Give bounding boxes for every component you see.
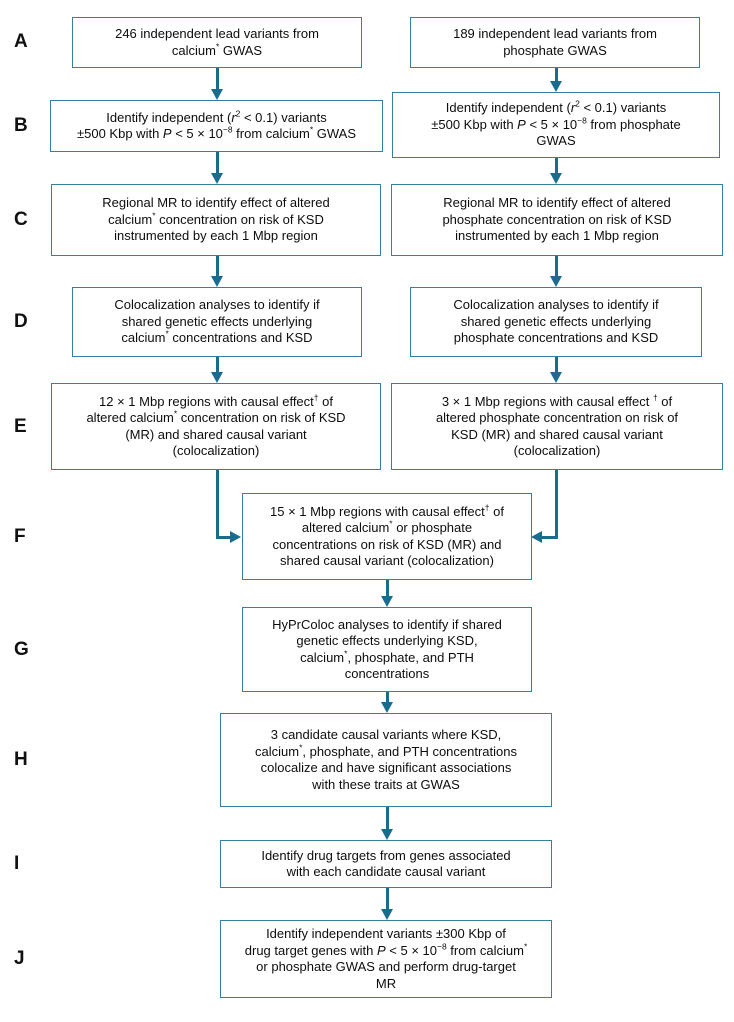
arrow-b-to-c-left-head-icon: [211, 173, 223, 184]
box-c-calcium-regional-mr: Regional MR to identify effect of altere…: [51, 184, 381, 256]
box-f-combined-causal-regions: 15 × 1 Mbp regions with causal effect† o…: [242, 493, 532, 580]
arrow-d-to-e-right: [554, 357, 558, 373]
arrow-i-to-j-head-icon: [381, 909, 393, 920]
arrow-d-to-e-left: [215, 357, 219, 373]
arrow-g-to-h: [385, 692, 389, 703]
box-j-drug-target-mr-text: Identify independent variants ±300 Kbp o…: [244, 926, 528, 991]
arrow-a-to-b-left: [215, 68, 219, 90]
box-b-phosphate-independent-variants: Identify independent (r2 < 0.1) variants…: [392, 92, 720, 158]
arrow-b-to-c-left: [215, 152, 219, 174]
row-label-a: A: [14, 31, 29, 52]
arrow-f-to-g-head-icon: [381, 596, 393, 607]
row-label-b: B: [14, 115, 29, 136]
row-label-e: E: [14, 416, 28, 437]
arrow-c-to-d-right-head-icon: [550, 276, 562, 287]
arrow-e-right-to-f-vertical: [554, 470, 558, 539]
arrow-h-to-i: [385, 807, 389, 830]
arrow-d-to-e-right-head-icon: [550, 372, 562, 383]
arrow-e-left-to-f-vertical: [215, 470, 219, 539]
box-e-calcium-causal-regions: 12 × 1 Mbp regions with causal effect† o…: [51, 383, 381, 470]
arrow-c-to-d-right: [554, 256, 558, 277]
box-f-combined-causal-regions-text: 15 × 1 Mbp regions with causal effect† o…: [270, 502, 504, 568]
box-e-phosphate-causal-regions-text: 3 × 1 Mbp regions with causal effect † o…: [435, 392, 679, 458]
arrow-g-to-h-head-icon: [381, 702, 393, 713]
arrow-e-left-to-f-horizontal: [215, 535, 232, 539]
arrow-a-to-b-left-head-icon: [211, 89, 223, 100]
row-label-c: C: [14, 209, 29, 230]
box-c-calcium-regional-mr-text: Regional MR to identify effect of altere…: [102, 195, 330, 244]
box-c-phosphate-regional-mr-text: Regional MR to identify effect of altere…: [442, 195, 672, 244]
arrow-d-to-e-left-head-icon: [211, 372, 223, 383]
row-label-d: D: [14, 311, 29, 332]
box-b-calcium-independent-variants: Identify independent (r2 < 0.1) variants…: [50, 100, 383, 152]
arrow-e-right-to-f-horizontal: [542, 535, 558, 539]
arrow-a-to-b-right-head-icon: [550, 81, 562, 92]
box-c-phosphate-regional-mr: Regional MR to identify effect of altere…: [391, 184, 723, 256]
box-i-identify-drug-targets: Identify drug targets from genes associa…: [220, 840, 552, 888]
row-label-j: J: [14, 948, 26, 969]
box-i-identify-drug-targets-text: Identify drug targets from genes associa…: [261, 847, 511, 880]
box-j-drug-target-mr: Identify independent variants ±300 Kbp o…: [220, 920, 552, 998]
box-b-calcium-independent-variants-text: Identify independent (r2 < 0.1) variants…: [77, 108, 356, 141]
row-label-g: G: [14, 639, 30, 660]
box-h-candidate-causal-variants: 3 candidate causal variants where KSD,ca…: [220, 713, 552, 807]
box-g-hyprcoloc-analyses-text: HyPrColoc analyses to identify if shared…: [272, 616, 502, 682]
arrow-i-to-j: [385, 888, 389, 910]
row-label-h: H: [14, 749, 29, 770]
box-e-calcium-causal-regions-text: 12 × 1 Mbp regions with causal effect† o…: [86, 392, 346, 458]
box-g-hyprcoloc-analyses: HyPrColoc analyses to identify if shared…: [242, 607, 532, 692]
arrow-c-to-d-left: [215, 256, 219, 277]
arrow-e-right-to-f-head-icon: [531, 531, 542, 543]
arrow-h-to-i-head-icon: [381, 829, 393, 840]
row-label-f: F: [14, 526, 27, 547]
arrow-c-to-d-left-head-icon: [211, 276, 223, 287]
row-label-i: I: [14, 853, 20, 874]
box-h-candidate-causal-variants-text: 3 candidate causal variants where KSD,ca…: [254, 727, 517, 792]
box-b-phosphate-independent-variants-text: Identify independent (r2 < 0.1) variants…: [431, 98, 681, 149]
box-e-phosphate-causal-regions: 3 × 1 Mbp regions with causal effect † o…: [391, 383, 723, 470]
arrow-b-to-c-right-head-icon: [550, 173, 562, 184]
arrow-f-to-g: [385, 580, 389, 597]
arrow-a-to-b-right: [554, 68, 558, 82]
arrow-b-to-c-right: [554, 158, 558, 174]
arrow-e-left-to-f-head-icon: [230, 531, 241, 543]
